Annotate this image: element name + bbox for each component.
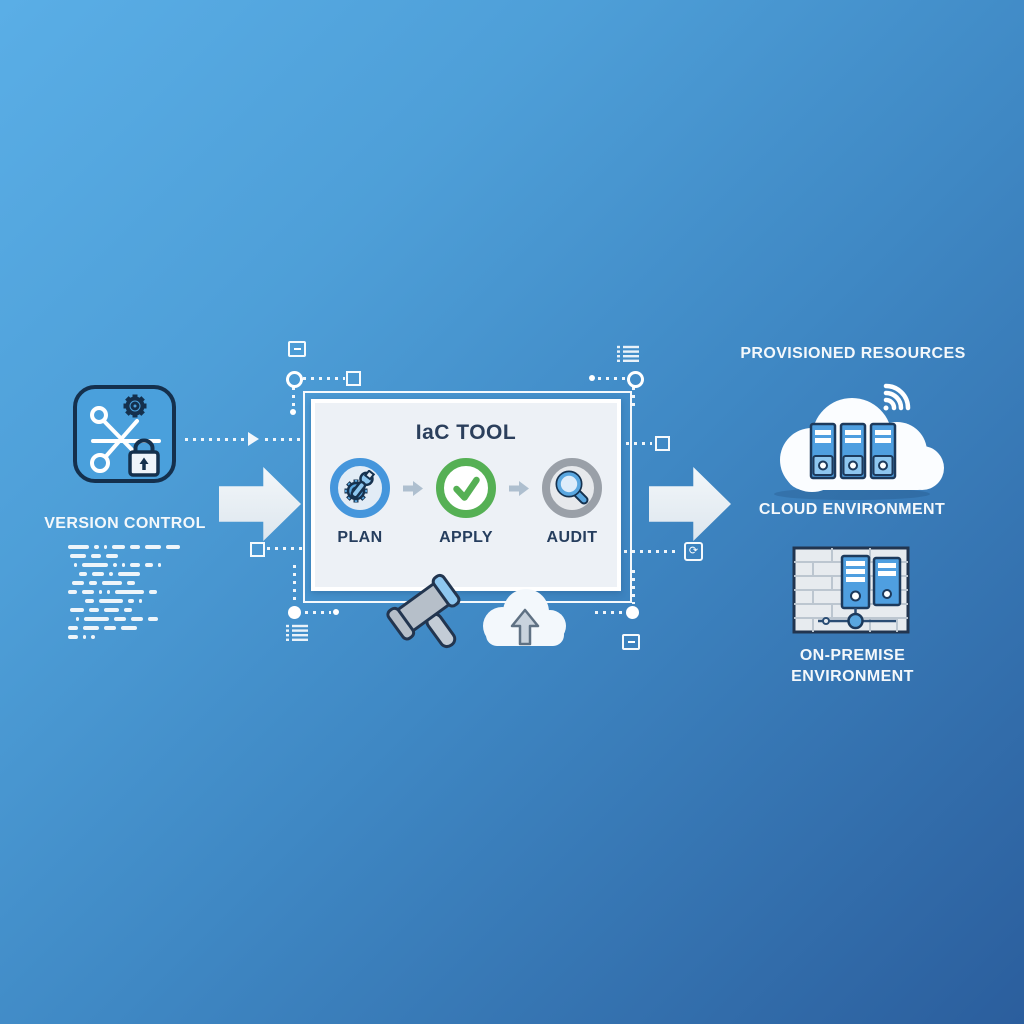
code-line [68,554,228,558]
audit-label: AUDIT [546,529,598,546]
frame-square [655,436,670,451]
frame-dot [589,375,595,381]
step-arrow-icon [509,481,529,496]
frame-square [346,371,361,386]
code-snippet-graphic [68,545,228,644]
wrench-gear-icon [344,470,376,503]
version-control-label: VERSION CONTROL [44,515,206,532]
step-plan: PLAN [317,458,403,547]
audit-circle [542,458,602,518]
flow-arrow-right [649,467,731,541]
step-apply: APPLY [423,458,509,547]
server-tower [872,556,902,607]
network-link [818,608,896,630]
server-rack [809,422,897,480]
frame-dot [333,609,339,615]
plan-circle [330,458,390,518]
iac-panel-outline [303,391,632,603]
step-arrow-icon [403,481,423,496]
boxed-minus-icon [288,341,306,357]
frame-dotted-line [632,387,635,411]
frame-node-filled [288,606,301,619]
code-line [68,572,228,576]
wifi-icon [883,383,911,411]
iac-tool-title: IaC TOOL [415,421,517,444]
code-line [68,590,228,594]
magnifier-icon [555,470,589,505]
list-icon [617,345,639,362]
frame-node-filled [626,606,639,619]
cloud-servers-wifi-icon [774,383,944,500]
frame-dot [290,409,296,415]
code-line [68,599,228,603]
cloud-upload-icon [483,589,566,646]
apply-label: APPLY [439,529,493,546]
dotted-connector-line [265,438,305,441]
gear-glyph [123,394,147,418]
frame-square [250,542,265,557]
cloud-environment-label: CLOUD ENVIRONMENT [758,501,946,518]
refresh-icon: ⟳ [684,542,703,561]
apply-circle [436,458,496,518]
version-control-icon [73,385,176,483]
upload-arrow [510,608,540,646]
dotted-connector-arrowhead [248,432,259,446]
lock-glyph [128,438,160,477]
plan-label: PLAN [337,529,383,546]
code-line [68,545,228,549]
step-audit: AUDIT [529,458,615,547]
flow-arrow-left [219,467,301,541]
provisioned-resources-title: PROVISIONED RESOURCES [740,345,966,362]
frame-dotted-line [632,570,635,604]
gavel-icon [386,573,461,649]
branch-node [90,406,108,424]
checkmark-icon [453,476,480,501]
frame-dotted-line [267,547,307,550]
code-line [68,617,228,621]
frame-dotted-line [293,565,296,603]
firewall-servers-icon [792,546,910,634]
branch-node [90,453,110,473]
iac-steps-row: PLAN APPLY [315,458,617,547]
frame-dotted-line [303,377,345,380]
list-icon [286,624,308,641]
dotted-connector-line [185,438,245,441]
frame-node-circle [286,371,303,388]
frame-dotted-line [608,550,680,553]
code-line [68,635,228,639]
code-line [68,626,228,630]
frame-dotted-line [292,387,295,407]
server-tower [840,554,871,610]
boxed-minus-icon [622,634,640,650]
frame-node-circle [627,371,644,388]
frame-dotted-line [618,442,652,445]
on-premise-label: ON-PREMISE ENVIRONMENT [791,647,914,685]
frame-dotted-line [595,611,623,614]
code-line [68,581,228,585]
frame-dotted-line [598,377,626,380]
code-line [68,608,228,612]
frame-dotted-line [305,611,331,614]
code-line [68,563,228,567]
iac-tool-panel: IaC TOOL [311,399,621,591]
